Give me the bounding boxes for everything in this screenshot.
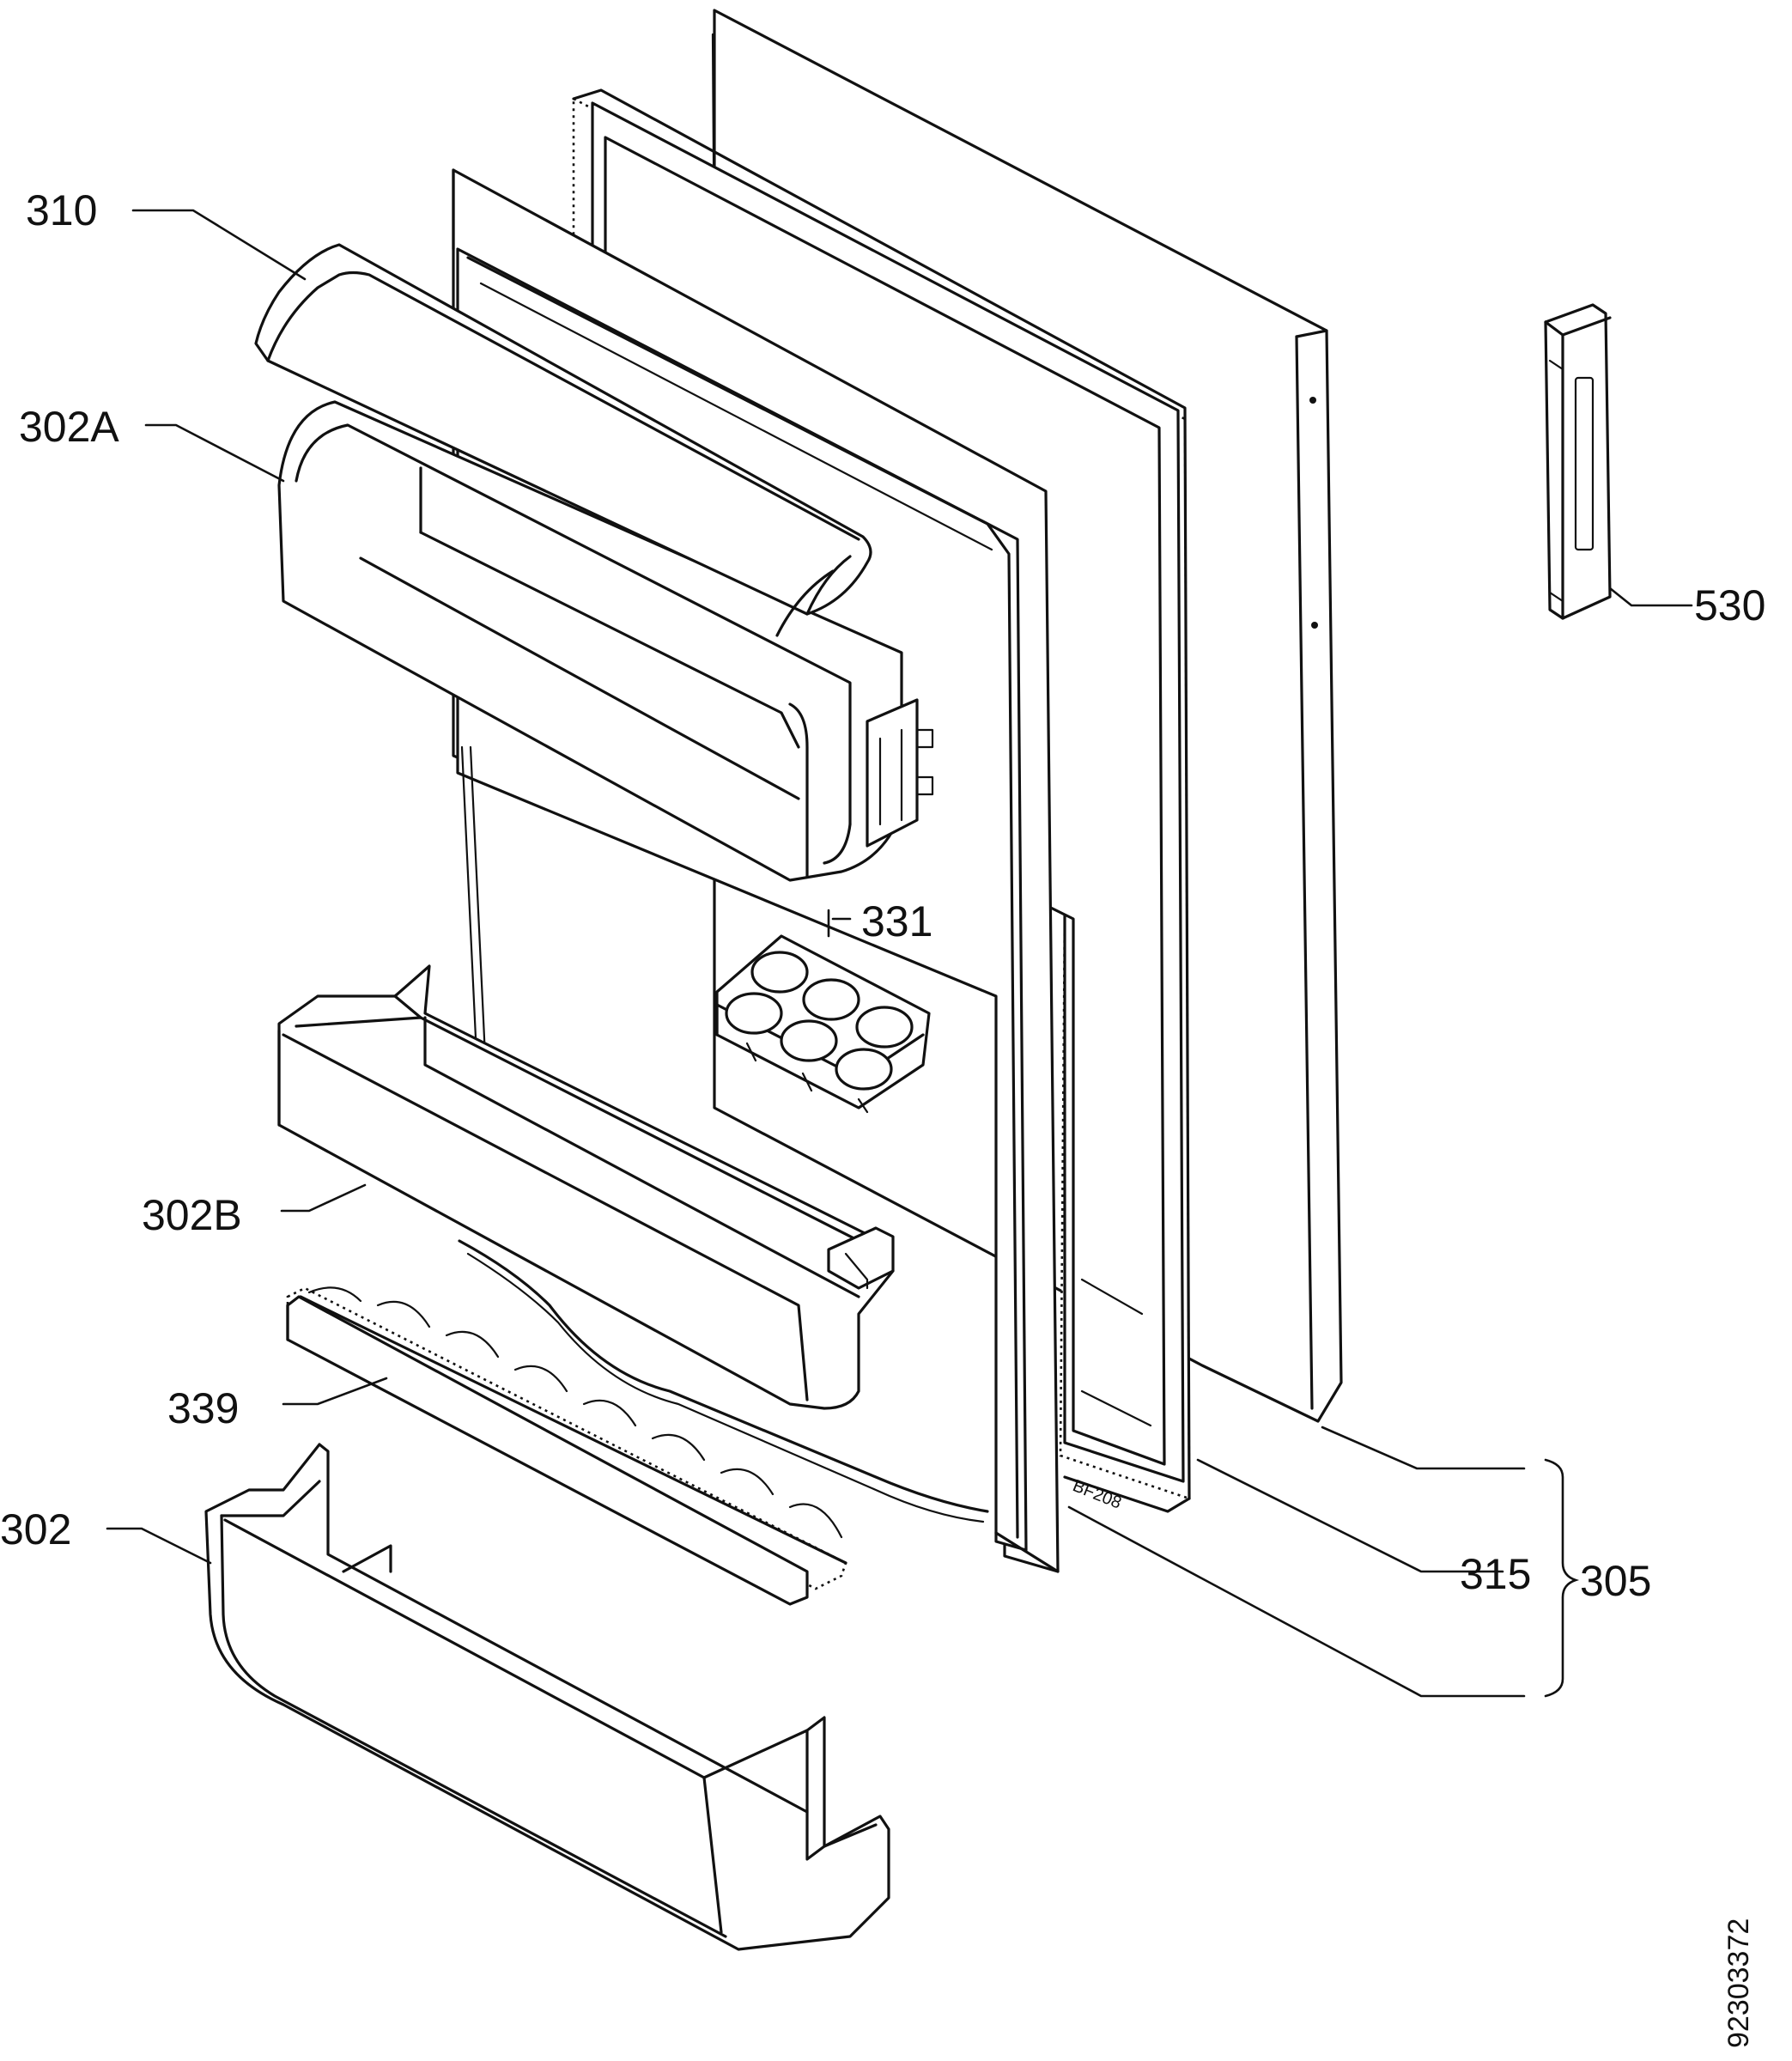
- door-shelf-302a: [277, 400, 934, 882]
- label-302b: 302B: [142, 1191, 242, 1239]
- label-331: 331: [861, 897, 932, 945]
- magnetic-strip-339: [286, 1286, 847, 1606]
- gasket-mark: BF208: [1070, 1476, 1124, 1512]
- door-shelf-302: [204, 1443, 890, 1951]
- label-302: 302: [0, 1505, 71, 1553]
- label-339: 339: [167, 1384, 239, 1432]
- label-315: 315: [1460, 1550, 1531, 1598]
- label-530: 530: [1694, 581, 1765, 629]
- door-handle-530: [1544, 303, 1612, 620]
- label-305: 305: [1580, 1557, 1651, 1605]
- label-302a: 302A: [19, 403, 119, 451]
- label-310: 310: [26, 186, 97, 234]
- document-number: 92303372: [1722, 1918, 1755, 2048]
- egg-tray-331: [715, 934, 931, 1114]
- door-shelf-302b: [277, 964, 895, 1410]
- leader-lines: [106, 209, 1693, 1698]
- shelf-flap-310: [254, 243, 872, 637]
